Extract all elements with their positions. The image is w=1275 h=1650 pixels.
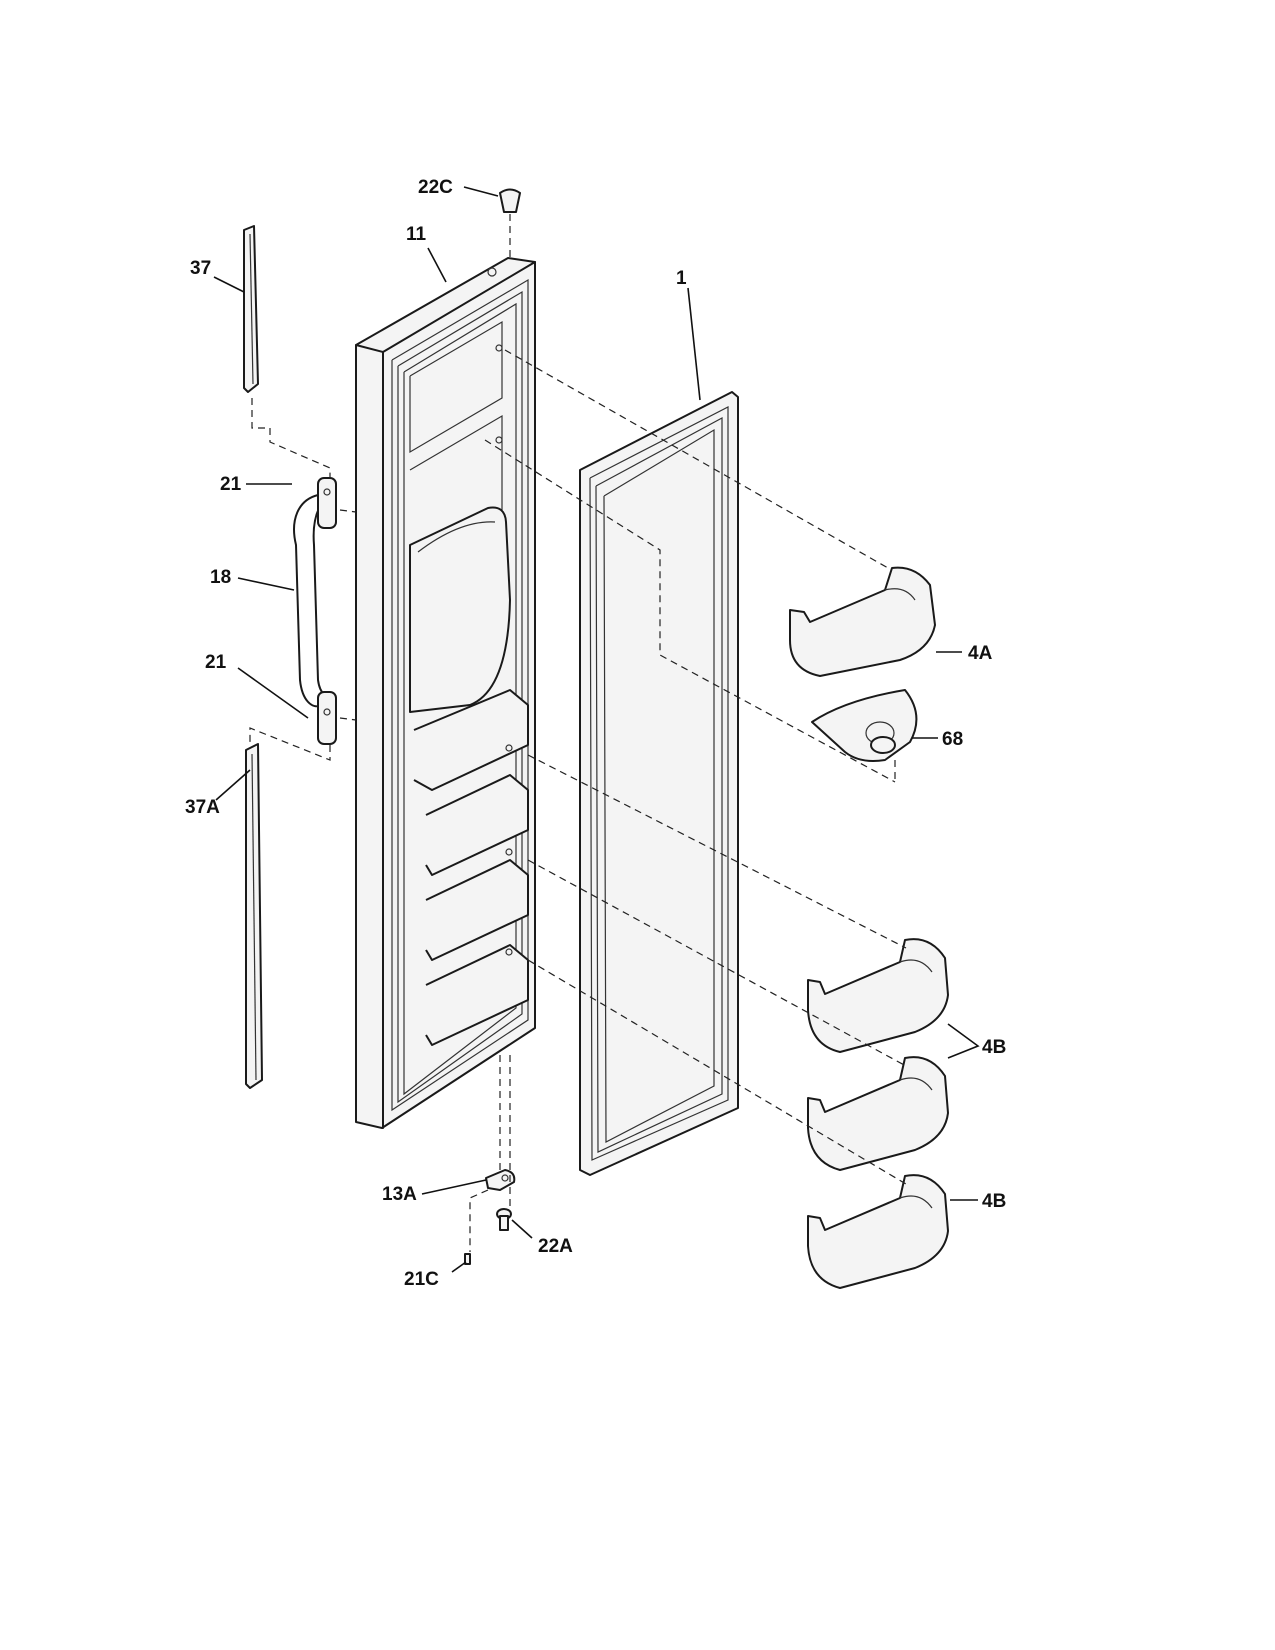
assembly-lines	[249, 349, 907, 1252]
bin-4A	[789, 566, 936, 677]
callout-21C: 21C	[404, 1269, 439, 1290]
door-assembly	[355, 257, 536, 1129]
cap-22C	[499, 188, 521, 258]
screw-21C	[464, 1253, 471, 1265]
callout-21-bottom: 21	[205, 652, 227, 673]
callout-21-top: 21	[220, 474, 242, 495]
callout-13A: 13A	[382, 1184, 417, 1205]
callout-22A: 22A	[538, 1236, 573, 1257]
callout-4B-upper: 4B	[982, 1037, 1006, 1058]
callout-37: 37	[190, 258, 211, 279]
bracket-13A	[485, 1169, 516, 1191]
handle-18	[293, 477, 337, 745]
callout-22C: 22C	[418, 177, 453, 198]
callout-1: 1	[676, 268, 687, 289]
callout-labels: 22C 11 1 37 21 18 21 37A 4A 68 4B 4B 13A…	[185, 177, 1006, 1290]
bin-4B-2	[807, 1056, 949, 1171]
callout-11: 11	[406, 224, 427, 245]
leader-lines	[213, 186, 980, 1273]
trim-37A	[245, 743, 263, 1089]
callout-4B-lower: 4B	[982, 1191, 1006, 1212]
gasket	[579, 391, 739, 1176]
callout-18: 18	[210, 567, 231, 588]
cup-68	[811, 689, 918, 762]
callout-68: 68	[942, 729, 963, 750]
callout-4A: 4A	[968, 643, 993, 664]
bin-4B-3	[807, 1174, 949, 1289]
screw-22A	[496, 1208, 512, 1231]
trim-37	[243, 225, 259, 393]
callout-37A: 37A	[185, 797, 220, 818]
bin-4B-1	[807, 938, 949, 1053]
